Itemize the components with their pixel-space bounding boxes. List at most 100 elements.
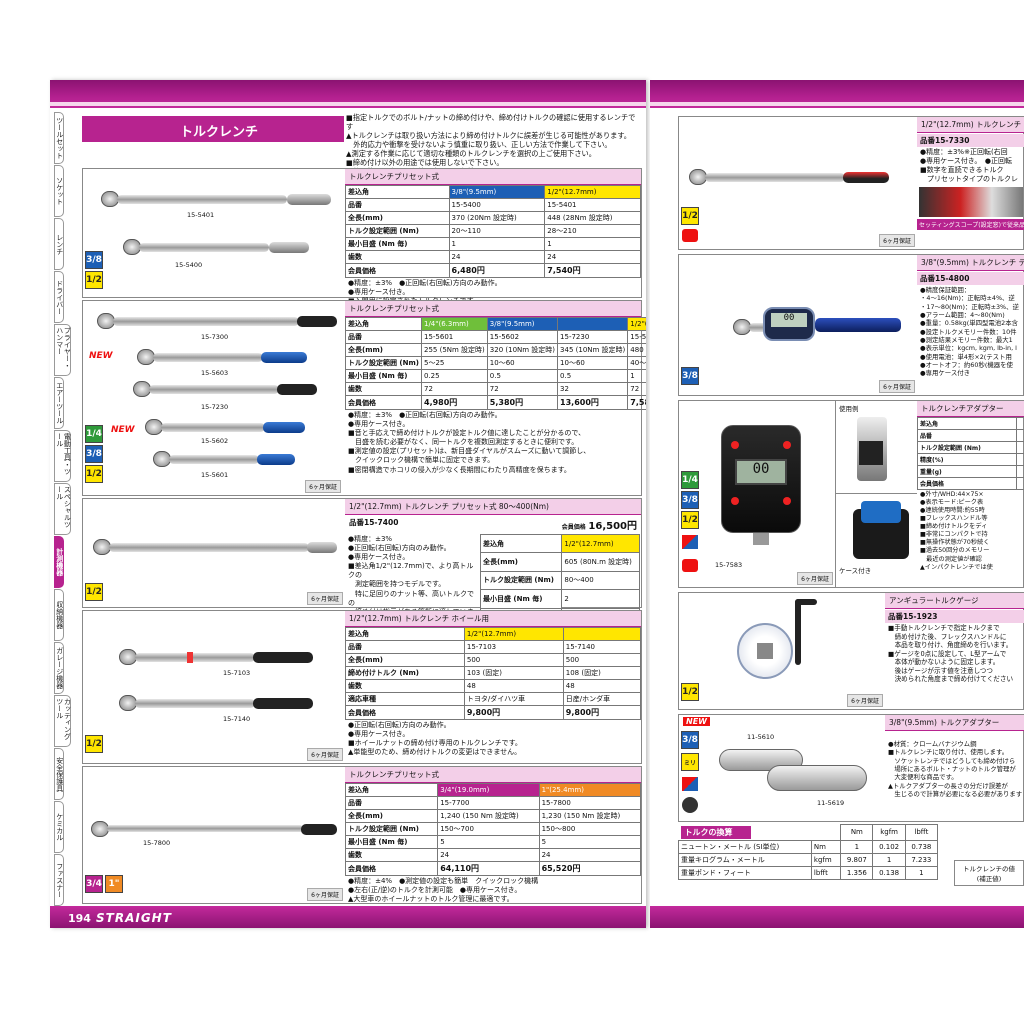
left-page: ツールセットソケットレンチドライバープライヤー・ハンマーエアーツール電動工具・ツ… bbox=[50, 80, 646, 928]
table-cell: lbfft bbox=[810, 865, 842, 880]
code-label: 15-7300 bbox=[201, 333, 229, 341]
note-line: 締め付けた後、フレックスハンドルに bbox=[888, 632, 1007, 641]
index-tab: ガレージ機器 bbox=[54, 642, 64, 694]
table-cell: 9,800円 bbox=[562, 705, 642, 720]
drive-badge: 3/8 bbox=[681, 491, 699, 509]
table-cell: 品番 bbox=[345, 330, 422, 344]
product-title: 3/8"(9.5mm) トルクアダプター bbox=[885, 715, 1024, 731]
new-label: NEW bbox=[111, 425, 135, 435]
table-cell: 1,230 (150 Nm 設定時) bbox=[538, 809, 642, 823]
spec-table: 差込角1/4"(6.3mm)3/8"(9.5mm)1/2"(12.7mm)品番1… bbox=[345, 317, 646, 410]
table-cell: 5,380円 bbox=[486, 395, 559, 410]
table-row: 全長(mm)370 (20Nm 設定時)448 (28Nm 設定時) bbox=[345, 211, 641, 225]
bullet-notes: ■手動トルクレンチで指定トルクまで 締め付けた後、フレックスハンドルに 本品を取… bbox=[885, 623, 1024, 685]
table-cell: 72 bbox=[627, 382, 646, 396]
table-cell: 24 bbox=[448, 250, 546, 264]
table-cell: 締め付けトルク (Nm) bbox=[345, 666, 465, 680]
product-image-r5: 3/8 ミリ 11-5610 11-5619 bbox=[679, 729, 885, 821]
table-cell: 103 (固定) bbox=[463, 666, 564, 680]
table-cell: 24 bbox=[544, 250, 641, 264]
table-cell: 会員価格 bbox=[345, 705, 465, 720]
product-block-r4: 1/2 6ヶ月保証 アンギュラートルクゲージ 品番15-1923 ■手動トルクレ… bbox=[678, 592, 1024, 710]
table-cell: 108 (固定) bbox=[562, 666, 642, 680]
table-cell: 9,800円 bbox=[463, 705, 564, 720]
table-cell: 15-5400 bbox=[448, 198, 546, 212]
case-label: ケース付き bbox=[839, 567, 872, 575]
tool-icon bbox=[682, 797, 698, 813]
table-cell: 15-7800 bbox=[538, 796, 642, 810]
product-block-1: 15-5401 15-5400 3/8 1/2 トルクレンチプリセット式 差込角… bbox=[82, 168, 642, 305]
note-line: ●アラーム範囲：4〜80(Nm) bbox=[920, 310, 1005, 319]
table-cell: 15-5601 bbox=[421, 330, 488, 344]
index-tab: エアーツール bbox=[54, 377, 64, 429]
table-cell: 会員価格 bbox=[345, 263, 450, 278]
product-code: 品番15-4800 bbox=[917, 272, 1024, 285]
drive-badge: 1/2 bbox=[681, 683, 699, 701]
product-block-2: 15-7300 NEW 15-5603 15-7230 NEW 15-5602 … bbox=[82, 300, 646, 496]
product-title: トルクレンチアダプター bbox=[917, 401, 1024, 417]
spec-area-3: 1/2"(12.7mm) トルクレンチ プリセット式 80〜400(Nm) 品番… bbox=[345, 499, 641, 627]
table-cell: 255 (5Nm 設定時) bbox=[421, 343, 488, 357]
code-label: 15-5601 bbox=[201, 471, 229, 479]
product-code: 品番15-1923 bbox=[885, 610, 1024, 623]
note-line: ■フレックスハンドル等 bbox=[920, 515, 988, 523]
table-cell: 最小目盛 (Nm 毎) bbox=[345, 237, 450, 251]
new-label: NEW bbox=[683, 717, 710, 726]
note-line: ●測定結果メモリー件数：最大1 bbox=[920, 335, 1013, 344]
table-cell: 40〜220 bbox=[627, 356, 646, 370]
warranty-label: 6ヶ月保証 bbox=[307, 748, 343, 761]
table-cell: 1/2"(12.7mm) bbox=[463, 627, 564, 641]
top-band bbox=[650, 80, 1024, 108]
note-line: 特に足回りのナット等、高いトルクでの bbox=[348, 589, 474, 607]
warning-icon bbox=[682, 535, 698, 549]
product-title: アンギュラートルクゲージ bbox=[885, 593, 1024, 609]
product-block-r2: 00 3/8 6ヶ月保証 3/8"(9.5mm) トルクレンチ デ 品番15-4… bbox=[678, 254, 1024, 396]
code-label: 15-5603 bbox=[201, 369, 229, 377]
table-cell: 7,580円 bbox=[627, 395, 646, 410]
table-cell: 1 bbox=[544, 237, 641, 251]
product-title: トルクレンチプリセット式 bbox=[345, 301, 641, 317]
table-cell: lbfft bbox=[904, 824, 939, 841]
table-cell: 1.356 bbox=[840, 865, 874, 880]
table-cell: 品番 bbox=[345, 640, 465, 654]
note-line: ■密閉構造でホコリの侵入が少なく長期間にわたり高精度を保ちます。 bbox=[348, 465, 571, 474]
note-line: ●正回転(右回転)方向のみ動作。 bbox=[348, 544, 451, 553]
product-image-2: 15-7300 NEW 15-5603 15-7230 NEW 15-5602 … bbox=[83, 301, 345, 495]
product-code: 品番15-7400 bbox=[349, 518, 399, 527]
table-cell: トルク設定範囲 (Nm) bbox=[345, 224, 450, 238]
note-line: 目盛を読む必要がなく、同一トルクを複数回測定するときに便利です。 bbox=[348, 438, 579, 447]
index-tab: ツールセット bbox=[54, 112, 64, 164]
table-cell: 会員価格 bbox=[344, 861, 439, 876]
note-line: 大変便利な商品です。 bbox=[888, 773, 958, 782]
drive-badge: 1/2 bbox=[85, 465, 103, 483]
table-cell: 0.5 bbox=[486, 369, 559, 383]
table-row: 重量(g) bbox=[916, 465, 1024, 478]
bullet-notes: ●精度：±4% ●測定値の設定も簡単 クイックロック機構●左右(正/逆)のトルク… bbox=[345, 876, 641, 905]
table-cell: 370 (20Nm 設定時) bbox=[448, 211, 546, 225]
video-icon bbox=[682, 559, 698, 572]
note-line: ■ゲージを0点に設定して、L型アームで bbox=[888, 649, 1007, 658]
table-cell: 15-5602 bbox=[486, 330, 559, 344]
table-cell: 最小目盛 (Nm 毎) bbox=[344, 835, 439, 849]
note-line: ●表示単位：kgcm, kgm, lb-in, l bbox=[920, 344, 1017, 353]
table-cell: 2 bbox=[561, 589, 640, 609]
table-row: 歯数7272327232 bbox=[345, 382, 646, 396]
warning-icon bbox=[682, 777, 698, 791]
table-cell: トルク設定範囲 (Nm) bbox=[479, 570, 563, 591]
note-line: ▲大型車のホイールナットのトルク管理に最適です。 bbox=[348, 895, 514, 904]
note-line: 場所にあるボルト・ナットのトルク管理が bbox=[888, 764, 1016, 773]
table-cell: 24 bbox=[538, 848, 642, 862]
note-line: ●精度：±3% bbox=[348, 535, 393, 543]
table-cell: トルク設定範囲 (Nm) bbox=[916, 441, 1018, 454]
note-line: ■トルクレンチに取り付け、使用します。 bbox=[888, 748, 1009, 757]
page-number: 194 bbox=[68, 912, 91, 925]
index-tab: 計測機器 bbox=[54, 536, 64, 588]
